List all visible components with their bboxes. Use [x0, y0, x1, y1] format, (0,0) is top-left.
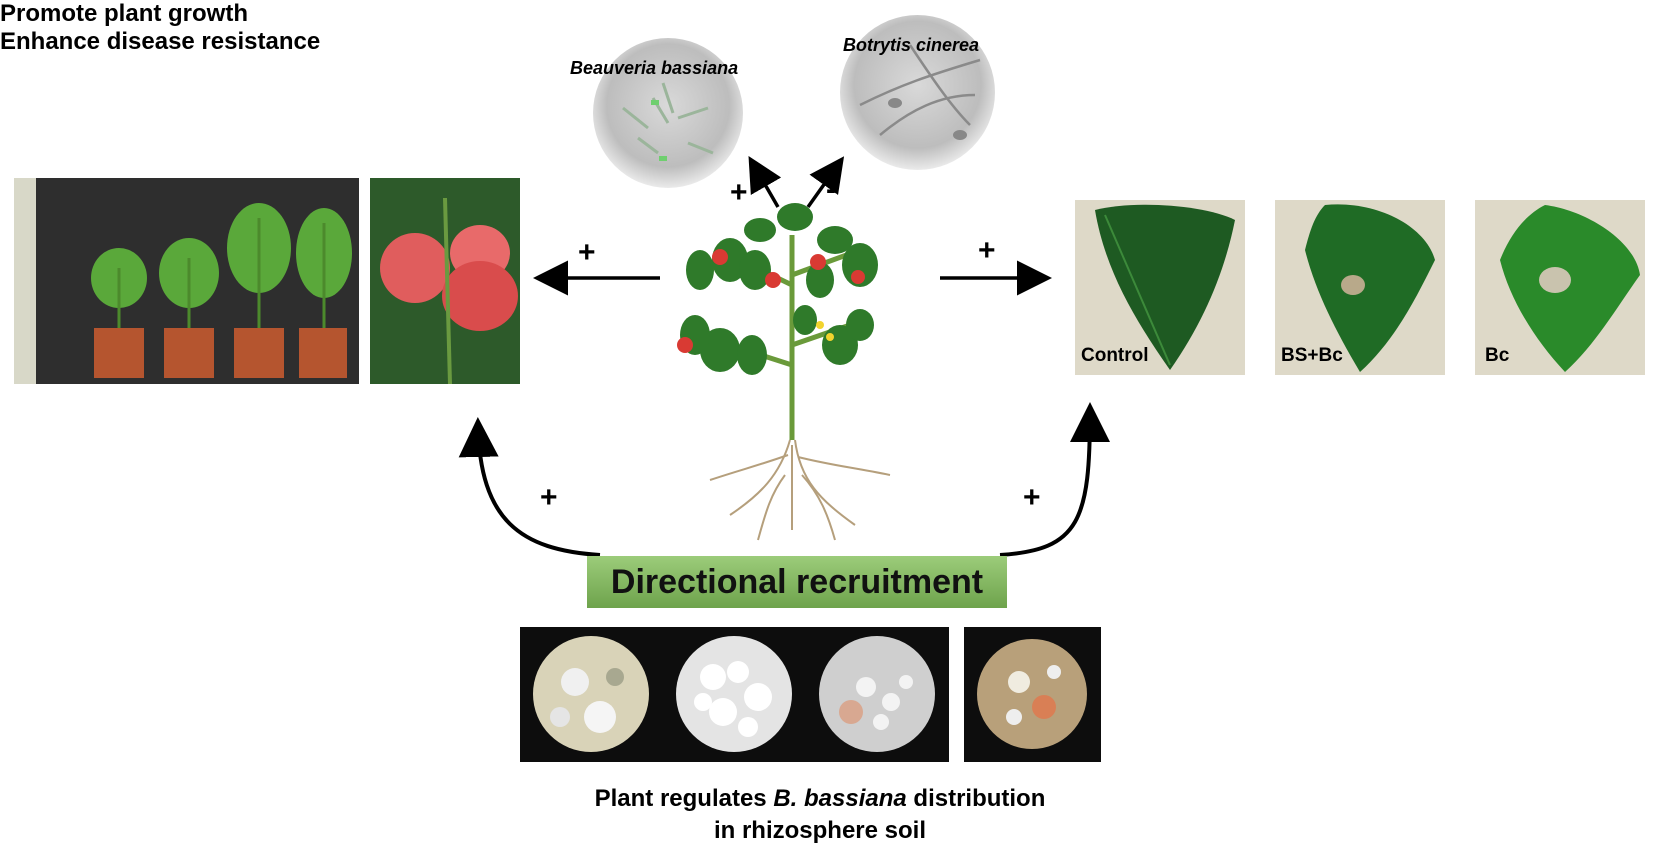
curve-to-growth — [458, 417, 601, 557]
arrow-to-beauveria — [748, 155, 782, 208]
hyphae-icon — [622, 82, 714, 161]
potted-seedlings-photo — [14, 178, 359, 384]
petri-dish-3 — [806, 627, 949, 762]
leaf-bc-label: Bc — [1485, 345, 1510, 366]
resistance-label: Enhance disease resistance — [0, 28, 321, 55]
leaf-control-photo: Control — [1075, 200, 1245, 375]
tomato-fruit-photo — [370, 178, 520, 384]
growth-sign: + — [578, 236, 596, 269]
beauveria-sign: + — [730, 176, 748, 209]
petri-dish-1 — [520, 627, 663, 762]
bottom-caption: Plant regulates B. bassiana distribution… — [470, 783, 1170, 847]
botrytis-micrograph — [840, 15, 995, 170]
bottom-caption-line1: Plant regulates B. bassiana distribution — [470, 783, 1170, 815]
recruitment-right-sign: + — [1023, 481, 1041, 514]
caption-prefix: Plant regulates — [594, 785, 774, 812]
petri-dish-2 — [663, 627, 806, 762]
recruitment-left-sign: + — [540, 481, 558, 514]
caption-species: B. bassiana — [773, 785, 907, 812]
conidia-icon — [859, 44, 981, 140]
root-system — [709, 439, 891, 541]
tomato-plant-illustration — [677, 203, 891, 541]
leaf-control-label: Control — [1081, 345, 1149, 366]
arrow-to-botrytis — [806, 156, 845, 209]
leaf-bs-bc-label: BS+Bc — [1281, 345, 1343, 366]
botrytis-label: Botrytis cinerea — [843, 35, 980, 55]
resistance-sign: + — [978, 234, 996, 267]
bottom-caption-line2: in rhizosphere soil — [713, 817, 927, 844]
curve-to-resistance — [999, 402, 1110, 557]
beauveria-micrograph — [593, 38, 743, 188]
leaf-bs-bc-photo: BS+Bc — [1275, 200, 1445, 375]
beauveria-label: Beauveria bassiana — [570, 58, 739, 78]
caption-suffix: distribution — [906, 785, 1046, 812]
directional-recruitment-label: Directional recruitment — [610, 562, 984, 601]
petri-dish-4 — [964, 627, 1101, 762]
leaf-bc-photo: Bc — [1475, 200, 1645, 375]
growth-label: Promote plant growth — [0, 0, 248, 27]
botrytis-sign: - — [826, 173, 836, 206]
directional-recruitment-box: Directional recruitment — [587, 556, 1007, 608]
